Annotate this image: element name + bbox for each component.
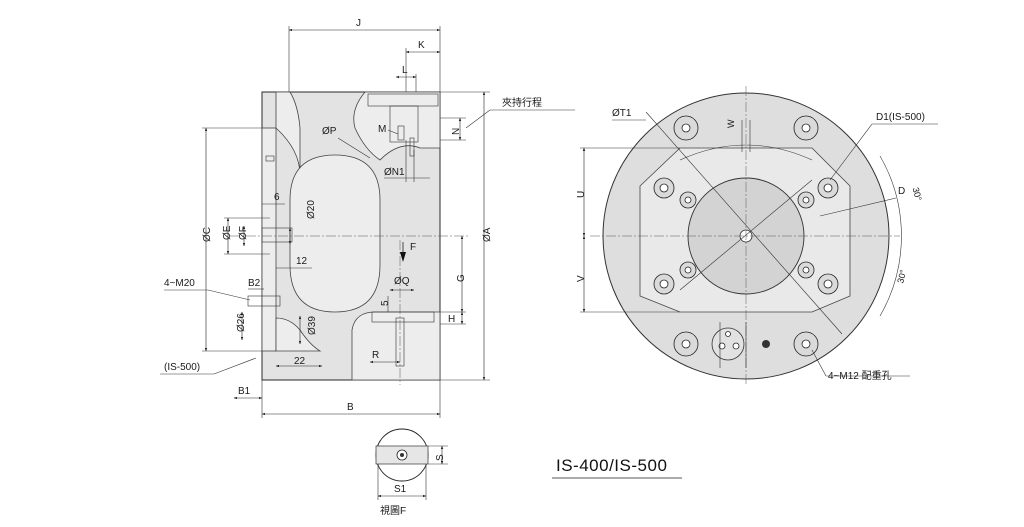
dim-T1: ØT1 [612, 108, 632, 119]
dim-U: U [576, 191, 587, 198]
dim-C: ØC [202, 227, 213, 242]
dim-J: J [356, 18, 361, 29]
dim-G: G [456, 274, 467, 282]
bottom-port-b [732, 342, 740, 350]
jaw-inner [389, 105, 419, 143]
left-flange [261, 127, 277, 352]
bolt-hole-bl [673, 331, 699, 357]
dim-is500: (IS-500) [164, 362, 200, 373]
bottom-port-c [725, 331, 731, 337]
dim-F: ØF [238, 226, 249, 240]
front-jaw-arc [679, 144, 813, 161]
dim-m20: 4~M20 [164, 278, 195, 289]
side-view: J K L M N 夾持行程 ØP ØN1 Ø20 6 12 ØC [160, 18, 575, 418]
jaw-pocket [353, 91, 441, 161]
dim-B1: B1 [238, 386, 251, 397]
dim-V: V [576, 275, 587, 282]
bolt-hole-tl [673, 115, 699, 141]
dim-Q: ØQ [394, 276, 410, 287]
dim-H: H [448, 314, 455, 325]
view-f: S S1 視圖F [375, 428, 448, 517]
upper-left-pocket [275, 91, 301, 176]
inner-hole-5 [817, 177, 839, 199]
dim-N1: ØN1 [384, 167, 405, 178]
inner-hole-8 [797, 261, 815, 279]
dim-D1: D1(IS-500) [876, 112, 925, 123]
inner-hole-2 [679, 191, 697, 209]
dim-S1: S1 [394, 484, 407, 495]
dim-6: 6 [274, 192, 280, 203]
inner-hole-3 [653, 273, 675, 295]
bolt-hole-br [793, 331, 819, 357]
diagonal-dim-line [645, 111, 843, 335]
view-f-caption: 視圖F [380, 504, 406, 517]
dim-A: ØA [482, 227, 493, 242]
dim-d20: Ø20 [306, 200, 317, 219]
dim-12: 12 [296, 256, 308, 267]
bottom-port-a [718, 342, 726, 350]
dim-B2: B2 [248, 278, 261, 289]
inner-hole-1 [653, 177, 675, 199]
angle-1: 30° [911, 186, 924, 202]
dim-D: D [898, 186, 905, 197]
dim-S: S [435, 454, 446, 461]
dim-K: K [418, 40, 425, 51]
small-pin [265, 155, 275, 162]
dim-E: ØE [222, 225, 233, 240]
lower-nozzle [371, 311, 435, 323]
dim-R: R [372, 350, 379, 361]
angle-2: 30° [895, 268, 908, 284]
dim-L: L [402, 65, 408, 76]
dim-d39: Ø39 [307, 316, 318, 335]
dim-22: 22 [294, 356, 306, 367]
main-cavity [289, 154, 381, 313]
inner-hole-6 [797, 191, 815, 209]
port-E [261, 227, 293, 243]
piston-pin [397, 125, 405, 141]
inner-hole-4 [679, 261, 697, 279]
view-arrow-F [400, 252, 406, 262]
dim-B: B [347, 402, 354, 413]
front-view: W ØT1 D1(IS-500) D 30° 30° U V 4~M12 配重孔 [576, 86, 938, 386]
dim-N: N [451, 128, 462, 135]
angle-arc [879, 155, 902, 317]
dim-P: ØP [322, 126, 337, 137]
bottom-dot [762, 340, 770, 348]
bolt-hole-tr [793, 115, 819, 141]
model-title: IS-400/IS-500 [556, 456, 667, 475]
clamp-stroke-label: 夾持行程 [502, 96, 542, 109]
dim-5: 5 [380, 300, 391, 306]
dim-m12: 4~M12 配重孔 [828, 369, 892, 382]
dim-d26: Ø26 [236, 313, 247, 332]
jaw-slot [409, 137, 415, 157]
side-bolt [247, 295, 281, 307]
dim-W: W [726, 119, 736, 128]
view-arrow-label: F [410, 242, 416, 253]
dim-M: M [378, 124, 386, 135]
inner-hole-7 [817, 273, 839, 295]
